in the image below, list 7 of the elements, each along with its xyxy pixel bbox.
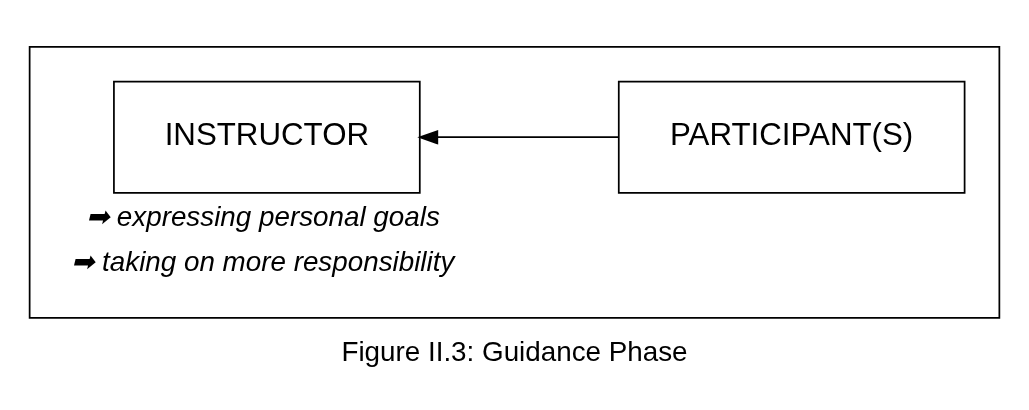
label: ➡ taking on more responsibility xyxy=(71,245,455,277)
node-box: INSTRUCTOR xyxy=(113,80,421,194)
arrow xyxy=(417,129,620,145)
node-box: PARTICIPANT(S) xyxy=(617,80,966,194)
cluster xyxy=(28,46,1001,319)
label: ➡ expressing personal goals xyxy=(86,200,440,232)
caption: Figure II.3: Guidance Phase xyxy=(341,336,688,368)
